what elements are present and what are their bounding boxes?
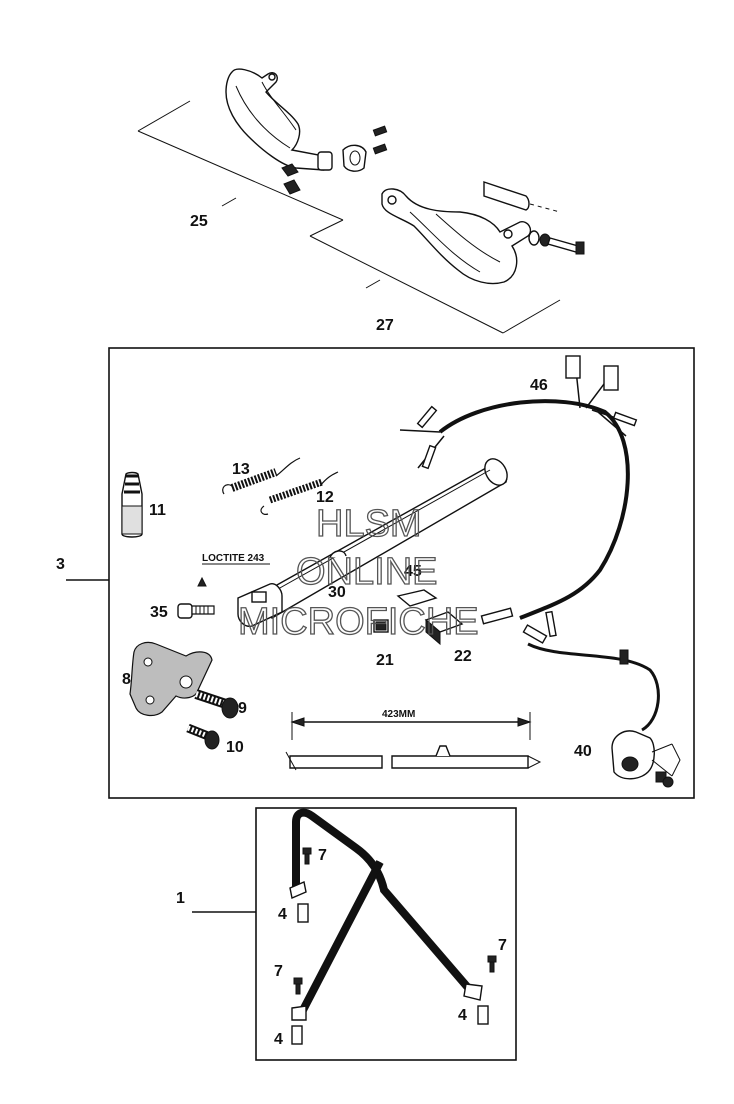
part-label-25: 25 <box>190 213 208 230</box>
loctite-drop <box>197 576 207 587</box>
watermark-line3: MICROFICHE <box>238 601 479 643</box>
dimension-label: 423MM <box>382 709 415 720</box>
part-label-10: 10 <box>226 739 244 756</box>
springs <box>222 457 339 515</box>
wiring-harness <box>399 355 660 732</box>
part-label-21: 21 <box>376 652 394 669</box>
part-label-7b: 7 <box>498 937 507 954</box>
bolt-10 <box>186 723 220 750</box>
loctite-note: LOCTITE 243 <box>202 553 265 564</box>
part-label-1: 1 <box>176 890 185 907</box>
part-label-13: 13 <box>232 461 250 478</box>
part-label-46: 46 <box>530 377 548 394</box>
handguard-right <box>381 181 585 285</box>
crash-bar-hardware <box>291 847 497 1045</box>
bracket-45 <box>396 589 438 607</box>
sidestand-tube <box>237 458 508 628</box>
watermark-line1: HLSM <box>316 503 422 545</box>
guide-lines <box>137 100 561 334</box>
kit-box-3 <box>108 347 695 799</box>
handguard-group: 25 27 <box>137 68 585 334</box>
part-label-3: 3 <box>56 556 65 573</box>
switch-21 <box>373 619 389 633</box>
part-label-30: 30 <box>328 584 346 601</box>
part-label-7c: 7 <box>274 963 283 980</box>
clamp-parts <box>281 125 388 195</box>
bolt-9 <box>194 689 239 719</box>
part-label-40: 40 <box>574 743 592 760</box>
loctite-bottle <box>121 471 143 538</box>
part-label-27: 27 <box>376 317 394 334</box>
dimension-423mm: 423MM <box>285 709 542 771</box>
part-label-22: 22 <box>454 648 472 665</box>
handguard-left <box>225 68 333 171</box>
connector-22 <box>424 611 464 646</box>
part-label-4c: 4 <box>274 1031 283 1048</box>
part-label-12: 12 <box>316 489 334 506</box>
part-label-4a: 4 <box>278 906 287 923</box>
watermark-line2: ONLINE <box>296 551 437 593</box>
part-label-11: 11 <box>149 502 166 519</box>
bolt-35 <box>177 603 215 619</box>
label-leaders <box>221 197 381 289</box>
kit-box-1 <box>255 807 517 1061</box>
mount-plate-8 <box>129 641 213 717</box>
crash-bar <box>289 808 483 1021</box>
part-label-8: 8 <box>122 671 131 688</box>
part-label-45: 45 <box>404 563 422 580</box>
part-label-4b: 4 <box>458 1007 467 1024</box>
part-label-35: 35 <box>150 604 168 621</box>
part-label-9: 9 <box>238 700 247 717</box>
part-label-7a: 7 <box>318 847 327 864</box>
watermark: HLSM ONLINE MICROFICHE <box>237 502 479 643</box>
sensor-40 <box>611 730 681 788</box>
